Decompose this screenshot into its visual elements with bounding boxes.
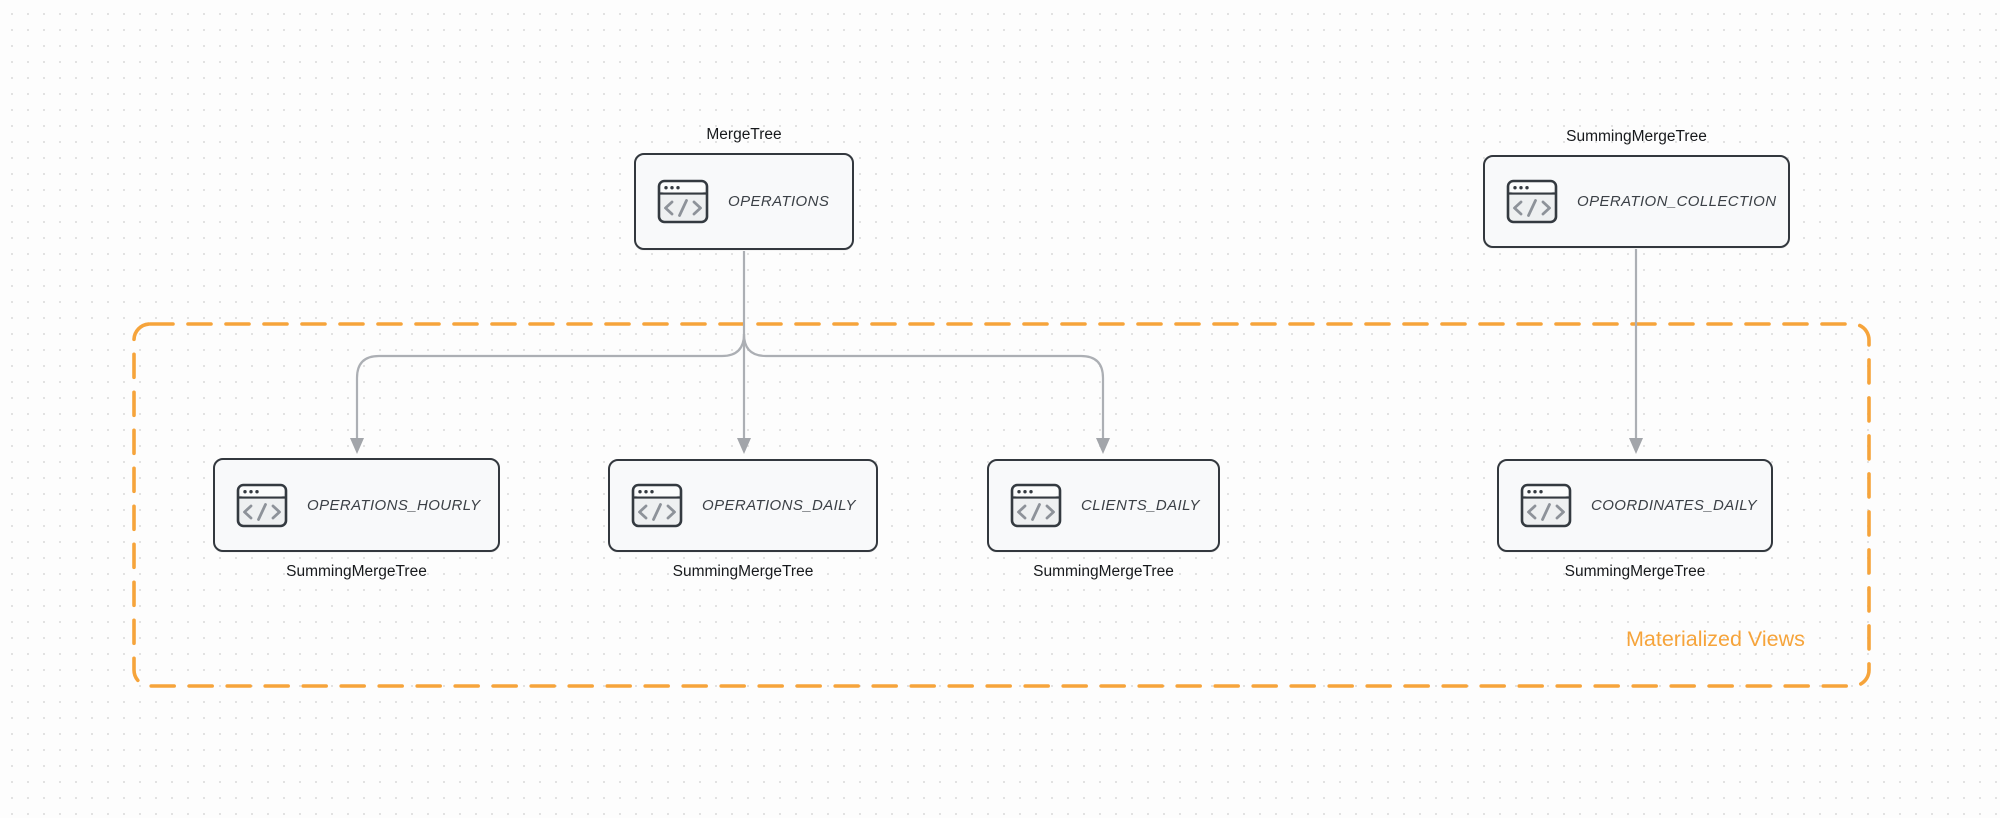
engine-label-summingmergetree: SummingMergeTree (1033, 563, 1174, 580)
node-clients-daily[interactable]: CLIENTS_DAILY (987, 459, 1220, 552)
node-operations[interactable]: OPERATIONS (634, 153, 854, 250)
engine-label-summingmergetree: SummingMergeTree (286, 563, 427, 580)
node-operations-hourly[interactable]: OPERATIONS_HOURLY (213, 458, 500, 552)
table-name: OPERATIONS_DAILY (702, 497, 856, 514)
edge-operations-to-operations-hourly (355, 333, 746, 440)
table-name: OPERATIONS (728, 193, 830, 210)
table-name: COORDINATES_DAILY (1591, 497, 1758, 514)
engine-label-summingmergetree: SummingMergeTree (1564, 563, 1706, 580)
code-window-icon (657, 179, 709, 224)
table-name: CLIENTS_DAILY (1081, 497, 1200, 514)
arrowhead-icon (1629, 438, 1643, 454)
edge-operations-to-clients-daily (742, 333, 1105, 440)
code-window-icon (1506, 179, 1558, 224)
node-coordinates-daily[interactable]: COORDINATES_DAILY (1497, 459, 1773, 552)
engine-label-summingmergetree: SummingMergeTree (672, 563, 814, 580)
node-operations-daily[interactable]: OPERATIONS_DAILY (608, 459, 878, 552)
code-window-icon (236, 483, 288, 528)
node-operation-collection[interactable]: OPERATION_COLLECTION (1483, 155, 1790, 248)
arrowhead-icon (737, 438, 751, 454)
arrowhead-icon (1096, 438, 1110, 454)
arrowhead-icon (350, 438, 364, 454)
code-window-icon (631, 483, 683, 528)
table-name: OPERATION_COLLECTION (1577, 193, 1777, 210)
table-name: OPERATIONS_HOURLY (307, 496, 481, 514)
code-window-icon (1010, 483, 1062, 528)
engine-label-summingmergetree: SummingMergeTree (1566, 128, 1707, 145)
code-window-icon (1520, 483, 1572, 528)
engine-label-mergetree: MergeTree (706, 126, 782, 143)
materialized-views-label: Materialized Views (1626, 627, 1805, 651)
